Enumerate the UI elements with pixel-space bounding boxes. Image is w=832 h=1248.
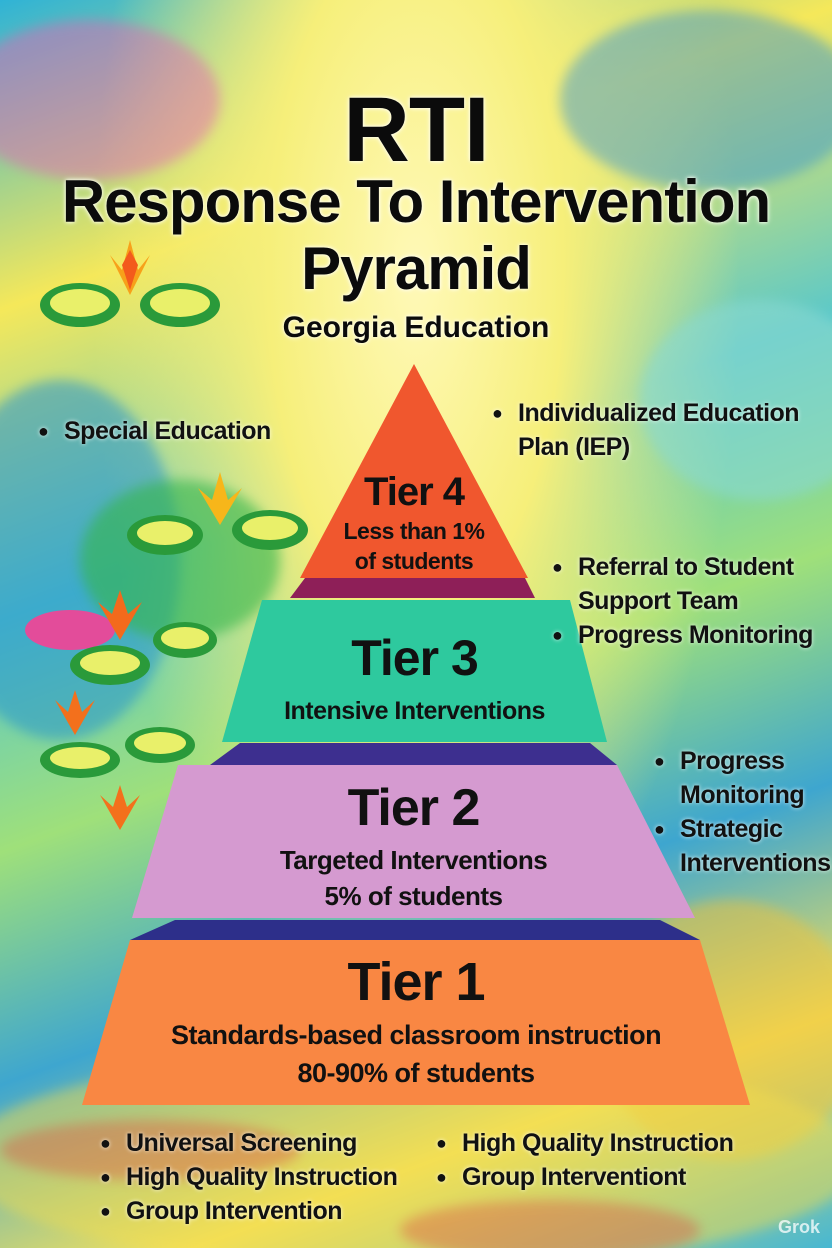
tier3-block — [222, 600, 607, 742]
tier4-desc: Less than 1% of students — [300, 516, 528, 576]
lotus-decoration-icon — [25, 590, 217, 685]
tier4-label: Tier 4 — [364, 470, 465, 514]
subtitle: Georgia Education — [282, 311, 550, 344]
tier1-desc: Standards-based classroom instruction 80… — [82, 1016, 750, 1092]
tier1-desc-line: 80-90% of students — [297, 1058, 535, 1088]
note-tier3-right: Referral to Student Support Team Progres… — [552, 550, 832, 652]
note-item: Group Interventiont — [436, 1160, 766, 1194]
watermark: Grok — [777, 1217, 820, 1237]
tier4-desc-line: of students — [354, 548, 474, 574]
title-main: Response To Intervention — [61, 168, 771, 235]
tier2-label: Tier 2 — [347, 779, 481, 837]
note-tier1-left: Universal Screening High Quality Instruc… — [100, 1126, 420, 1228]
note-item: Individualized Education Plan (IEP) — [492, 396, 812, 464]
note-tier2-right: Progress Monitoring Strategic Interventi… — [654, 744, 832, 880]
note-item: Group Intervention — [100, 1194, 420, 1228]
title-pyramid: Pyramid — [301, 235, 532, 302]
lotus-decoration-icon — [40, 690, 195, 830]
note-tier4-right: Individualized Education Plan (IEP) — [492, 396, 812, 464]
note-item: High Quality Instruction — [100, 1160, 420, 1194]
tier2-desc-line: Targeted Interventions — [279, 845, 548, 875]
note-item: Progress Monitoring — [654, 744, 832, 812]
note-item: Referral to Student Support Team — [552, 550, 832, 618]
tier1-block — [82, 940, 750, 1105]
tier2-block — [132, 765, 695, 918]
note-item: Progress Monitoring — [552, 618, 832, 652]
tier2-desc-line: 5% of students — [324, 881, 503, 911]
title-acronym: RTI — [343, 79, 489, 181]
note-item: Special Education — [38, 414, 298, 448]
tier3-desc: Intensive Interventions — [284, 697, 545, 725]
tier1-desc-line: Standards-based classroom instruction — [170, 1020, 662, 1050]
note-item: Universal Screening — [100, 1126, 420, 1160]
tier1-label: Tier 1 — [347, 952, 485, 1012]
tier3-label: Tier 3 — [351, 630, 479, 686]
note-tier1-right: High Quality Instruction Group Intervent… — [436, 1126, 766, 1194]
tier2-band — [130, 920, 700, 940]
note-item: High Quality Instruction — [436, 1126, 766, 1160]
tier4-block — [300, 364, 528, 578]
tier3-band — [210, 743, 617, 765]
note-item: Strategic Interventions — [654, 812, 832, 880]
lotus-decoration-icon — [127, 472, 308, 555]
tier4-band — [290, 578, 535, 598]
tier2-desc: Targeted Interventions 5% of students — [132, 842, 695, 914]
lotus-decoration-icon — [40, 240, 220, 327]
note-tier4-left: Special Education — [38, 414, 298, 448]
tier4-desc-line: Less than 1% — [343, 518, 486, 544]
